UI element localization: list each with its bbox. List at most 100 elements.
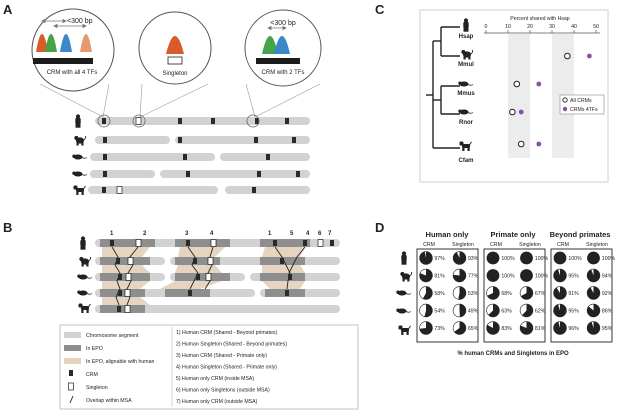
panel-label-c: C (375, 2, 385, 17)
crm-bar (256, 58, 300, 64)
dog-icon (398, 325, 411, 335)
distance-label: <300 bp (67, 18, 93, 25)
chromosome-rows (88, 117, 310, 194)
legend-swatch (64, 345, 81, 351)
rat-icon (72, 171, 88, 177)
point-all-crms (509, 108, 516, 116)
legend-label: CRM (86, 372, 98, 378)
pie-value-label: 95% (602, 326, 613, 332)
bubble-singleton: Singleton (138, 11, 212, 85)
species-icons-d (396, 251, 413, 335)
marker-number: 1 (110, 231, 114, 237)
pie-slice (520, 286, 533, 300)
pie-value-label: 100% (535, 256, 549, 262)
pie-value-label: 91% (568, 291, 579, 297)
x-tick-label: 10 (505, 24, 511, 30)
msa-alignment: 1 2 3 4 1 5 4 6 7 (95, 231, 340, 313)
point-crms-4tfs (536, 81, 542, 87)
pie-slice (587, 321, 600, 335)
point-crms-4tfs (536, 141, 542, 147)
legend-marker-all (562, 97, 568, 103)
phylo-tree (426, 26, 460, 149)
pie-slice (458, 286, 466, 300)
rat-icon (396, 308, 412, 314)
point-all-crms (513, 80, 521, 88)
marker-numbers: 1 2 3 4 1 5 4 6 7 (110, 231, 332, 237)
legend-swatch (69, 370, 73, 376)
pie-slice (419, 251, 433, 265)
pie-value-label: 62% (535, 309, 546, 315)
marker-number: 1 (268, 231, 272, 237)
pie-value-label: 97% (434, 256, 445, 262)
human-icon (80, 236, 86, 250)
panel-d: Human only Primate only Beyond primates … (396, 230, 616, 357)
pie-slice (553, 286, 567, 300)
legend-item: 6) Human only Singletons (outside MSA) (176, 388, 270, 394)
pie-value-label: 68% (501, 291, 512, 297)
pie-value-label: 100% (602, 256, 616, 262)
column-header: Singleton (586, 242, 608, 248)
pie-slice (453, 269, 466, 282)
panel-a: <300 bp CRM with all 4 TFs Singleton <30… (31, 8, 322, 195)
pie-slice (587, 251, 600, 265)
legend-label: Chromosome segment (86, 333, 139, 339)
x-tick-label: 40 (571, 24, 577, 30)
column-header: CRM (557, 242, 569, 248)
panel-label-a: A (3, 2, 13, 17)
bubble-caption: CRM with all 4 TFs (47, 70, 98, 76)
human-icon (463, 18, 469, 32)
crm-bar (33, 58, 93, 64)
pie-value-label: 86% (602, 309, 613, 315)
group-titles: Human only Primate only Beyond primates (426, 230, 611, 239)
legend-item: 2) Human Singleton (Shared - Beyond prim… (176, 342, 287, 348)
species-label: Cfam (458, 158, 473, 164)
panel-b: 1 2 3 4 1 5 4 6 7 Chromosome segment In … (59, 231, 359, 410)
x-tick-label: 30 (549, 24, 555, 30)
pie-slice (486, 321, 500, 335)
species-label: Rnor (459, 120, 474, 126)
column-header: CRM (423, 242, 435, 248)
zoom-circles (97, 114, 260, 128)
pie-value-label: 96% (568, 326, 579, 332)
legend-label: CRMs 4TFs (570, 107, 598, 113)
pie-slice (453, 251, 466, 265)
group-title: Human only (426, 230, 470, 239)
pie-value-label: 100% (501, 274, 515, 280)
pie-slice (587, 286, 600, 300)
marker-number: 7 (328, 231, 332, 237)
species-labels-c: Hsap Mmul Mmus Rnor Cfam (457, 34, 475, 164)
pie-value-label: 95% (568, 274, 579, 280)
tf-peaks-4 (36, 34, 92, 52)
pie-slice (488, 304, 500, 317)
mouse-icon (396, 290, 412, 296)
column-header: Singleton (519, 242, 541, 248)
point-crms-4tfs (518, 109, 524, 115)
panel-c: Hsap Mmul Mmus Rnor Cfam Percent shared … (419, 9, 609, 183)
panel-label-d: D (375, 220, 384, 235)
species-label: Mmus (457, 91, 475, 97)
legend-item: 1) Human CRM (Shared - Beyond primates) (176, 330, 277, 336)
pie-value-label: 93% (468, 256, 479, 262)
pie-slice (553, 269, 567, 282)
pie-slice (520, 251, 533, 265)
pie-slice (520, 269, 533, 282)
x-tick-label: 20 (527, 24, 533, 30)
column-header: CRM (490, 242, 502, 248)
pie-value-label: 54% (434, 309, 445, 315)
pie-value-label: 95% (568, 309, 579, 315)
legend-swatch (64, 358, 81, 364)
legend-swatch (68, 382, 74, 391)
human-icon (75, 114, 81, 128)
chart-title: Percent shared with Hsap (510, 16, 570, 22)
bubble-crm-2-tfs: <300 bp CRM with 2 TFs (244, 9, 322, 87)
point-crms-4tfs (587, 53, 592, 59)
pie-value-label: 100% (568, 256, 582, 262)
chart-legend: All CRMs CRMs 4TFs (559, 94, 605, 115)
pie-value-label: 100% (535, 274, 549, 280)
pie-slice (587, 304, 600, 317)
legend-label: In EPO (86, 346, 103, 352)
dog-icon (73, 185, 86, 195)
column-header: Singleton (452, 242, 474, 248)
